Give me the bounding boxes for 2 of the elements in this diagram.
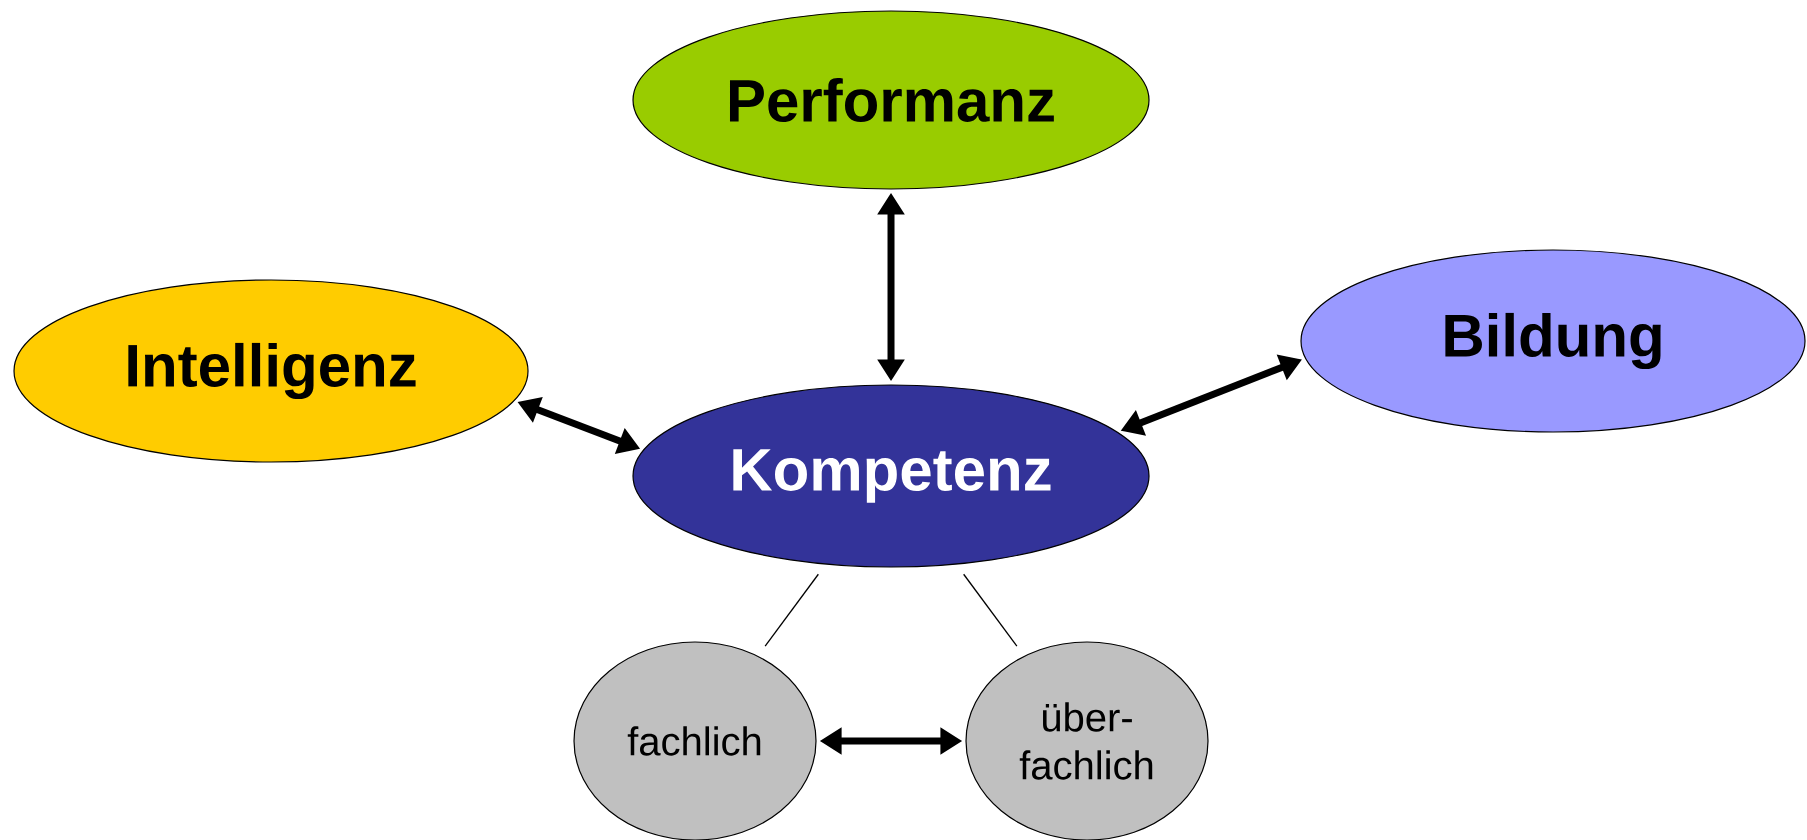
connector-line: [963, 573, 1018, 647]
connector-line: [764, 573, 819, 647]
